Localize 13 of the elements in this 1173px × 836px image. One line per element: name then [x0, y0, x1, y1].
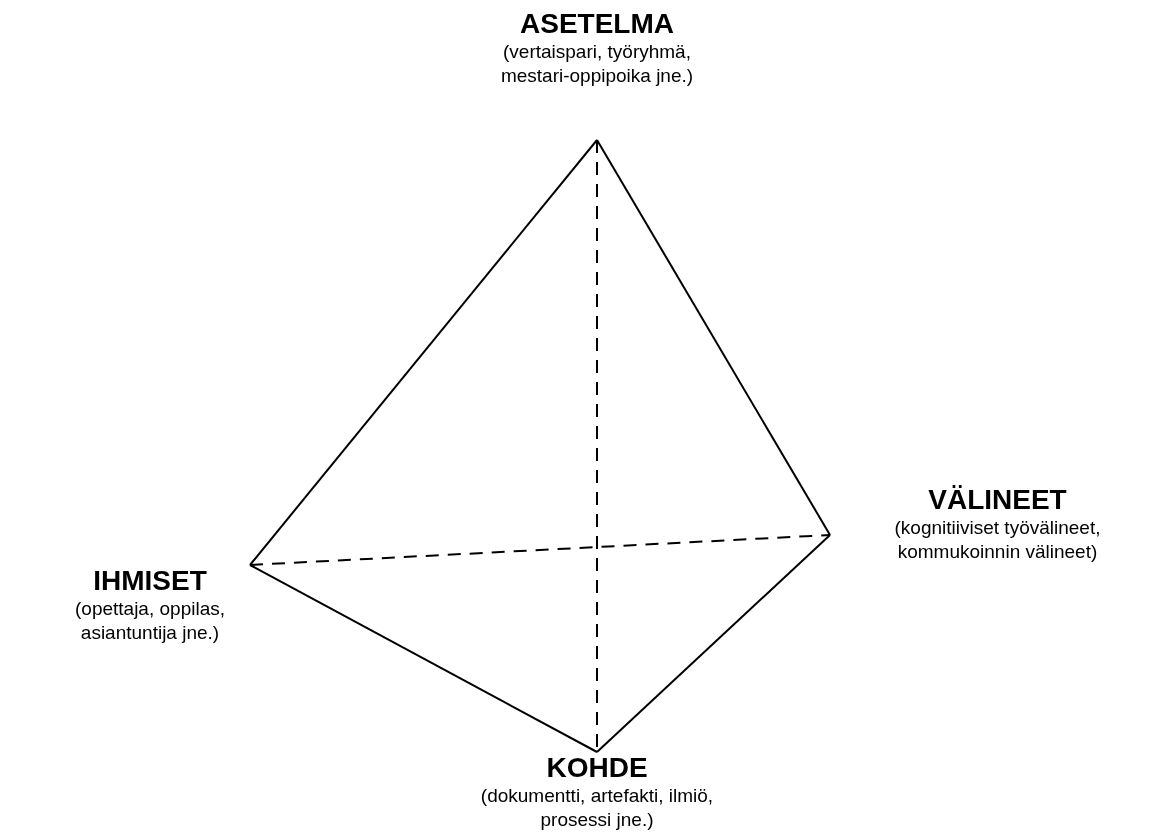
dashed-line	[249, 534, 831, 566]
edge-line	[249, 564, 598, 753]
edge-line	[596, 139, 831, 536]
vertex-heading: VÄLINEET	[928, 484, 1067, 516]
vertex-heading: IHMISET	[93, 565, 207, 597]
vertex-heading: ASETELMA	[520, 8, 674, 40]
vertex-description: (vertaispari, työryhmä, mestari-oppipoika jne.)	[499, 40, 695, 88]
edge-line	[596, 534, 831, 753]
vertex-heading: KOHDE	[546, 752, 648, 784]
edge-line	[249, 139, 598, 566]
vertex-description: (kognitiiviset työvälineet, kommukoinnin välineet)	[893, 516, 1102, 564]
vertex-description: (dokumentti, artefakti, ilmiö, prosessi jne.)	[479, 784, 715, 832]
vertex-description: (opettaja, oppilas, asiantuntija jne.)	[74, 597, 226, 645]
